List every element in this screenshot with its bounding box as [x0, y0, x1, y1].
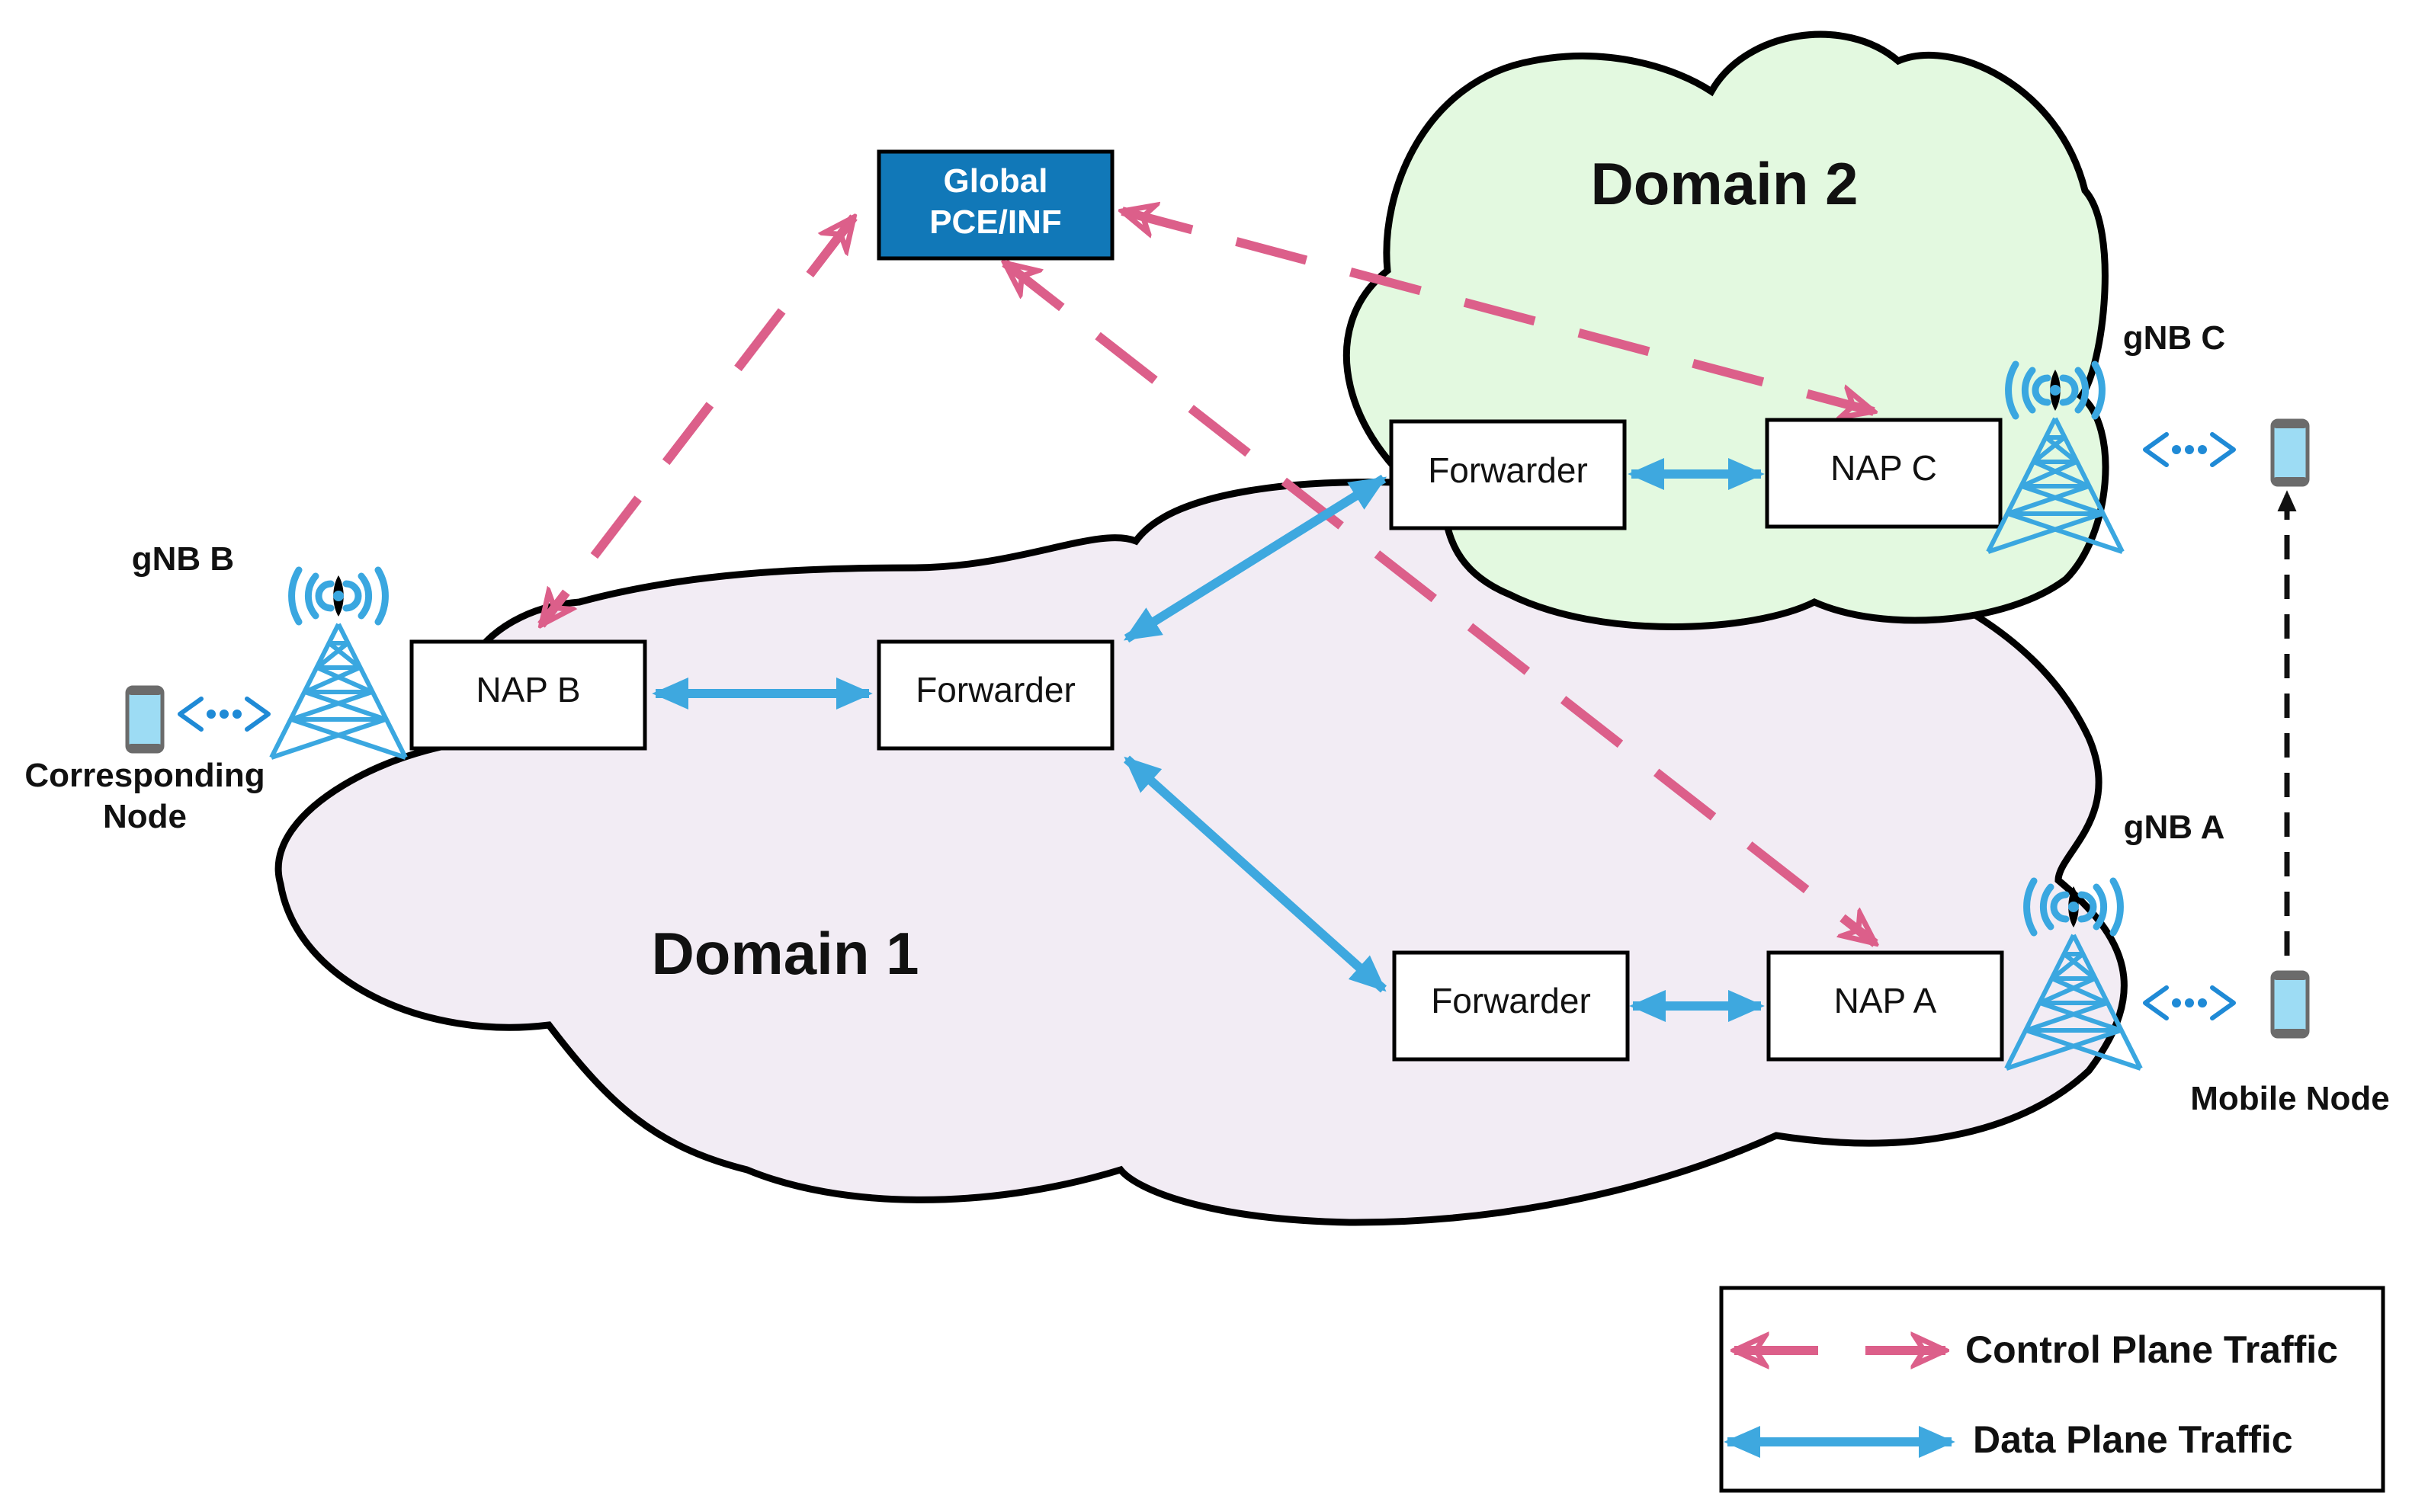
phone-icon	[2272, 972, 2308, 1036]
legend: Control Plane Traffic Data Plane Traffic	[1719, 1286, 2385, 1493]
forwarder-domain2-box[interactable]: Forwarder	[1389, 419, 1627, 530]
forwarder-center-box[interactable]: Forwarder	[877, 639, 1115, 751]
control-link-pce-napb	[541, 217, 854, 625]
legend-control-label: Control Plane Traffic	[1965, 1328, 2338, 1371]
gnb-a-label: gNB A	[2124, 809, 2225, 846]
mobile-node-label: Mobile Node	[2190, 1080, 2390, 1117]
pce-label-line1: Global	[944, 162, 1048, 200]
forwarder-domain2-label: Forwarder	[1428, 450, 1588, 490]
data-link-fwd-fwd3	[1123, 755, 1387, 993]
forwarder-bottom-box[interactable]: Forwarder	[1392, 950, 1630, 1062]
wireless-link-icon	[2145, 434, 2234, 465]
forwarder-center-label: Forwarder	[916, 670, 1076, 710]
phone-icon	[127, 687, 162, 751]
global-pce-box[interactable]: Global PCE/INF	[877, 149, 1115, 261]
gnb-b-label: gNB B	[132, 540, 234, 578]
pce-label-line2: PCE/INF	[929, 203, 1062, 241]
wireless-link-icon	[180, 699, 268, 729]
data-link-fwd-fwd2	[1123, 474, 1387, 643]
nap-a-box[interactable]: NAP A	[1766, 950, 2004, 1062]
control-link-pce-napa	[1005, 263, 1875, 943]
domain2-cloud	[1342, 30, 2109, 630]
nap-b-label: NAP B	[476, 670, 580, 710]
control-plane-links	[541, 211, 1875, 943]
domain1-label: Domain 1	[651, 920, 919, 987]
tower-icon	[271, 570, 406, 758]
wireless-link-icon	[2145, 988, 2234, 1018]
nap-c-label: NAP C	[1830, 448, 1937, 488]
corresponding-node-label-line2: Node	[103, 798, 187, 835]
data-plane-links	[652, 457, 1765, 1023]
gnb-c-label: gNB C	[2123, 319, 2225, 357]
corresponding-node-label-line1: Corresponding	[24, 757, 265, 794]
nap-c-box[interactable]: NAP C	[1765, 418, 2003, 529]
nap-b-box[interactable]: NAP B	[409, 639, 647, 751]
nap-a-label: NAP A	[1834, 981, 1937, 1020]
forwarder-bottom-label: Forwarder	[1431, 981, 1591, 1020]
phone-icon	[2272, 421, 2308, 485]
domain2-label: Domain 2	[1590, 150, 1858, 217]
legend-data-label: Data Plane Traffic	[1973, 1418, 2293, 1461]
